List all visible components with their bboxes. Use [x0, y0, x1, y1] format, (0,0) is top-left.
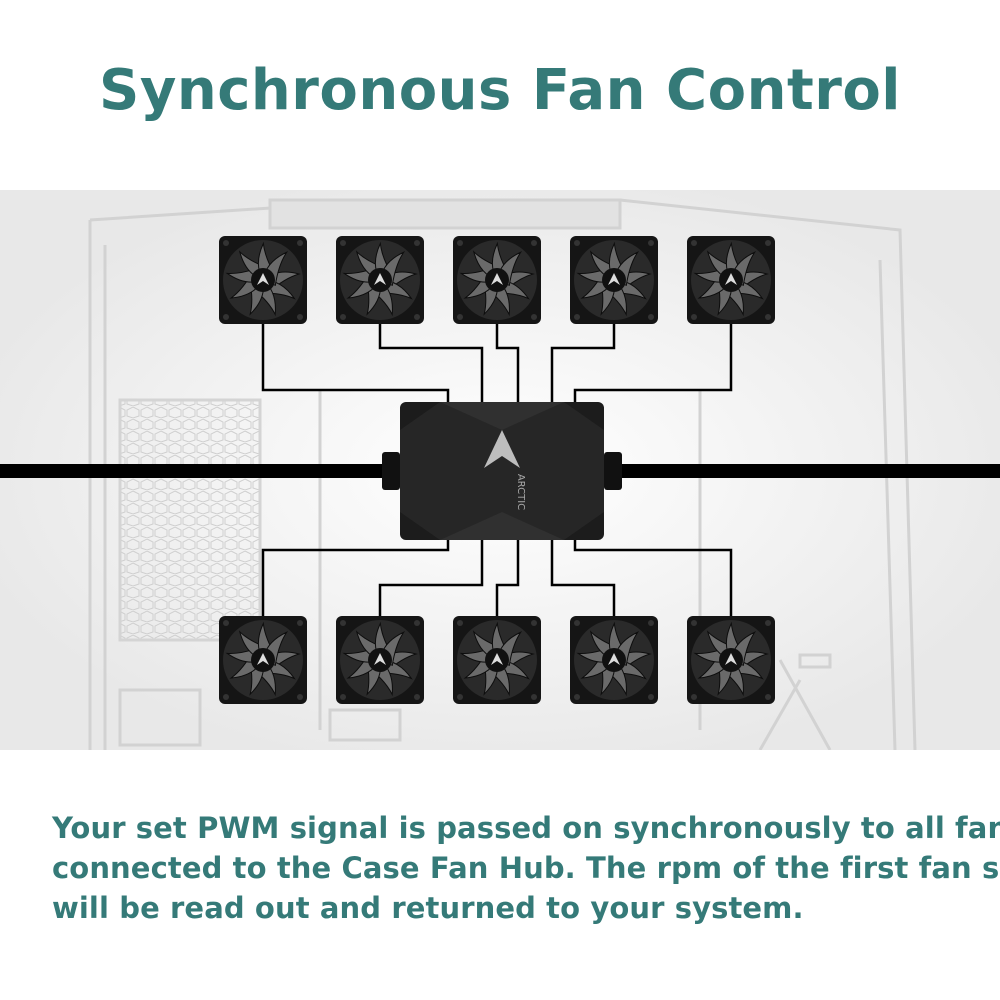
fan-icon — [570, 236, 658, 324]
fan-icon — [219, 616, 307, 704]
fan-cables — [261, 324, 733, 616]
arctic-logo-icon — [484, 430, 520, 468]
pc-case-outline — [88, 198, 917, 750]
page-title: Synchronous Fan Control — [98, 58, 901, 123]
fan-cable — [378, 324, 484, 402]
fan-cable — [261, 540, 450, 616]
fan-cable — [261, 324, 450, 402]
fan-icon — [336, 616, 424, 704]
fan-hub-illustration: ARCTIC — [0, 190, 1000, 750]
fan-cable — [550, 540, 616, 616]
fan-icon — [219, 236, 307, 324]
fan-icon — [453, 616, 541, 704]
fan-cable — [495, 324, 520, 402]
fan-icon — [687, 236, 775, 324]
fan-icon — [570, 616, 658, 704]
caption-text: Your set PWM signal is passed on synchro… — [52, 808, 1000, 928]
fan-cable — [550, 324, 616, 402]
fan-cable — [495, 540, 520, 616]
caption-line: Your set PWM signal is passed on synchro… — [52, 811, 1000, 845]
caption-line: will be read out and returned to your sy… — [52, 891, 804, 925]
fan-icon — [336, 236, 424, 324]
fan-icon — [687, 616, 775, 704]
caption-line: connected to the Case Fan Hub. The rpm o… — [52, 851, 1000, 885]
fan-cable — [378, 540, 484, 616]
illustration-svg: ARCTIC — [0, 190, 1000, 750]
fan-icon — [453, 236, 541, 324]
case-fan-hub: ARCTIC — [0, 402, 1000, 540]
fan-array — [219, 236, 775, 704]
hub-brand-label: ARCTIC — [515, 474, 526, 510]
fan-cable — [573, 540, 733, 616]
fan-cable — [573, 324, 733, 402]
